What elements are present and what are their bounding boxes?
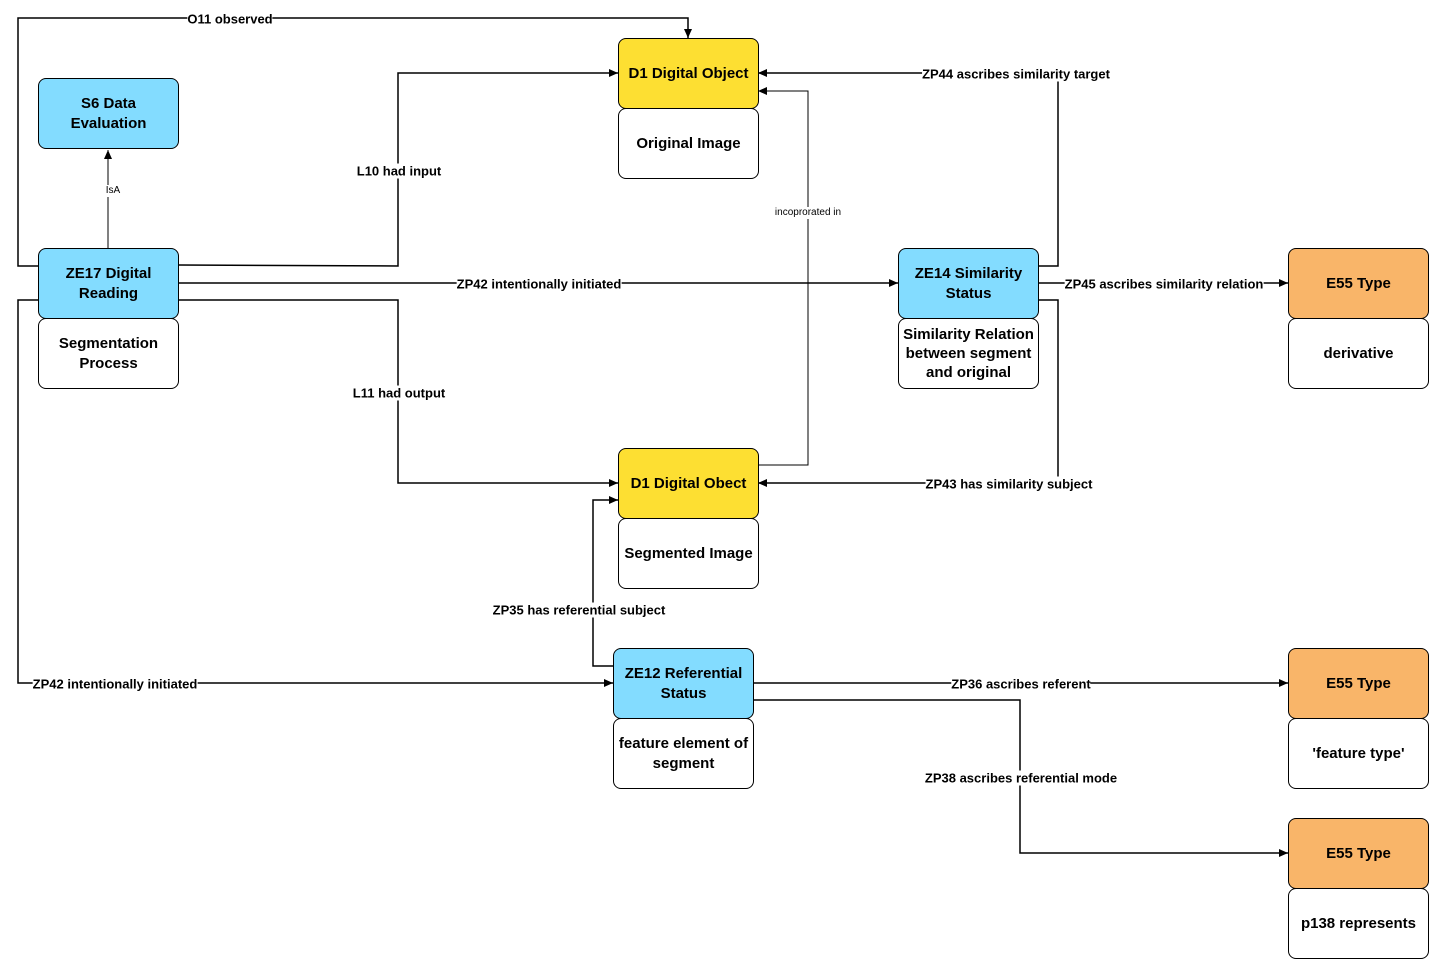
node-e55-type-b[interactable]: E55 Type: [1288, 648, 1429, 719]
edge-zp44: [758, 69, 1059, 267]
edge-zp35: [592, 496, 618, 667]
edge-zp43: [758, 299, 1059, 487]
node-ze17-digital-reading[interactable]: ZE17 Digital Reading: [38, 248, 179, 319]
node-ze14-similarity-status[interactable]: ZE14 Similarity Status: [898, 248, 1039, 319]
node-d1-digital-object-mid[interactable]: D1 Digital Obect: [618, 448, 759, 519]
label-zp38: ZP38 ascribes referential mode: [924, 770, 1118, 786]
node-ze12-referential-status[interactable]: ZE12 Referential Status: [613, 648, 754, 719]
node-ze17-value[interactable]: Segmentation Process: [38, 318, 179, 389]
node-d1-digital-object-top[interactable]: D1 Digital Object: [618, 38, 759, 109]
node-e55-a-value[interactable]: derivative: [1288, 318, 1429, 389]
node-s6-data-evaluation[interactable]: S6 Data Evaluation: [38, 78, 179, 149]
label-zp45: ZP45 ascribes similarity relation: [1064, 276, 1264, 292]
label-zp35: ZP35 has referential subject: [492, 602, 666, 618]
label-l11-had-output: L11 had output: [352, 385, 446, 401]
edge-o11-observed: [17, 17, 692, 267]
label-zp42-bottom: ZP42 intentionally initiated: [32, 676, 198, 692]
node-ze14-value[interactable]: Similarity Relation between segment and …: [898, 318, 1039, 389]
label-o11-observed: O11 observed: [187, 11, 273, 27]
label-zp42-top: ZP42 intentionally initiated: [456, 276, 622, 292]
node-e55-b-value[interactable]: 'feature type': [1288, 718, 1429, 789]
node-d1-mid-value[interactable]: Segmented Image: [618, 518, 759, 589]
edge-incorporated-in: [758, 87, 809, 466]
label-l10-had-input: L10 had input: [356, 163, 442, 179]
node-e55-type-a[interactable]: E55 Type: [1288, 248, 1429, 319]
label-isa: IsA: [105, 185, 121, 197]
node-ze12-value[interactable]: feature element of segment: [613, 718, 754, 789]
edge-zp42-bottom: [17, 299, 613, 687]
node-d1-top-value[interactable]: Original Image: [618, 108, 759, 179]
label-zp36: ZP36 ascribes referent: [951, 676, 1091, 692]
label-zp43: ZP43 has similarity subject: [925, 476, 1093, 492]
node-e55-type-c[interactable]: E55 Type: [1288, 818, 1429, 889]
label-zp44: ZP44 ascribes similarity target: [922, 66, 1110, 82]
node-e55-c-value[interactable]: p138 represents: [1288, 888, 1429, 959]
label-incorporated-in: incoprorated in: [774, 207, 842, 219]
